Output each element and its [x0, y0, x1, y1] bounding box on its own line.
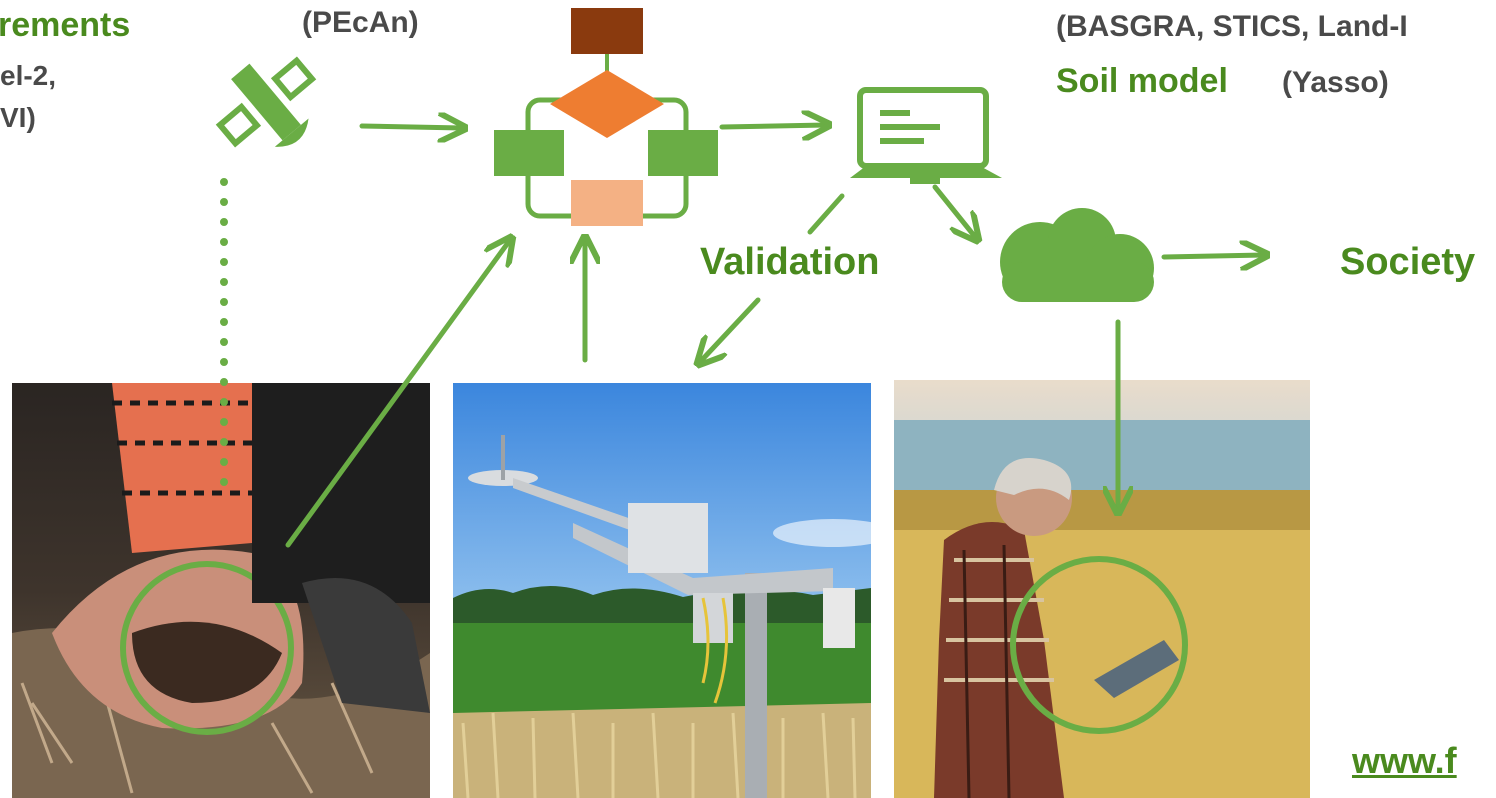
cloud-icon — [1000, 208, 1154, 302]
sentinel-label-fragment: el-2, — [0, 60, 57, 91]
validation-label: Validation — [700, 241, 880, 283]
website-link[interactable]: www.f — [1352, 740, 1457, 781]
pecan-label: (PEcAn) — [302, 6, 419, 39]
measurements-heading-fragment: rements — [0, 6, 131, 44]
crop-models-label: (BASGRA, STICS, Land-I — [1056, 10, 1408, 43]
soil-model-label: Soil model — [1056, 62, 1228, 100]
soil-in-hand-photo — [12, 383, 430, 798]
field-station-photo — [453, 383, 871, 798]
arrow-cloud-to-society — [1161, 255, 1264, 257]
arrow-soil-to-workflow — [285, 240, 510, 548]
soil-model-name: (Yasso) — [1282, 66, 1389, 99]
arrow-validation-to-station — [700, 297, 761, 362]
arrow-laptop-to-cloud — [932, 184, 976, 238]
society-label: Society — [1340, 241, 1476, 283]
workflow-icon — [494, 8, 718, 226]
laptop-icon — [850, 87, 1002, 184]
satellite-icon — [215, 56, 317, 148]
arrow-workflow-to-laptop — [719, 125, 826, 127]
farmer-tablet-photo — [894, 380, 1310, 798]
ndvi-label-fragment: VI) — [0, 102, 36, 133]
arrow-satellite-to-workflow — [359, 126, 462, 128]
validation-line-from-laptop — [807, 193, 845, 235]
